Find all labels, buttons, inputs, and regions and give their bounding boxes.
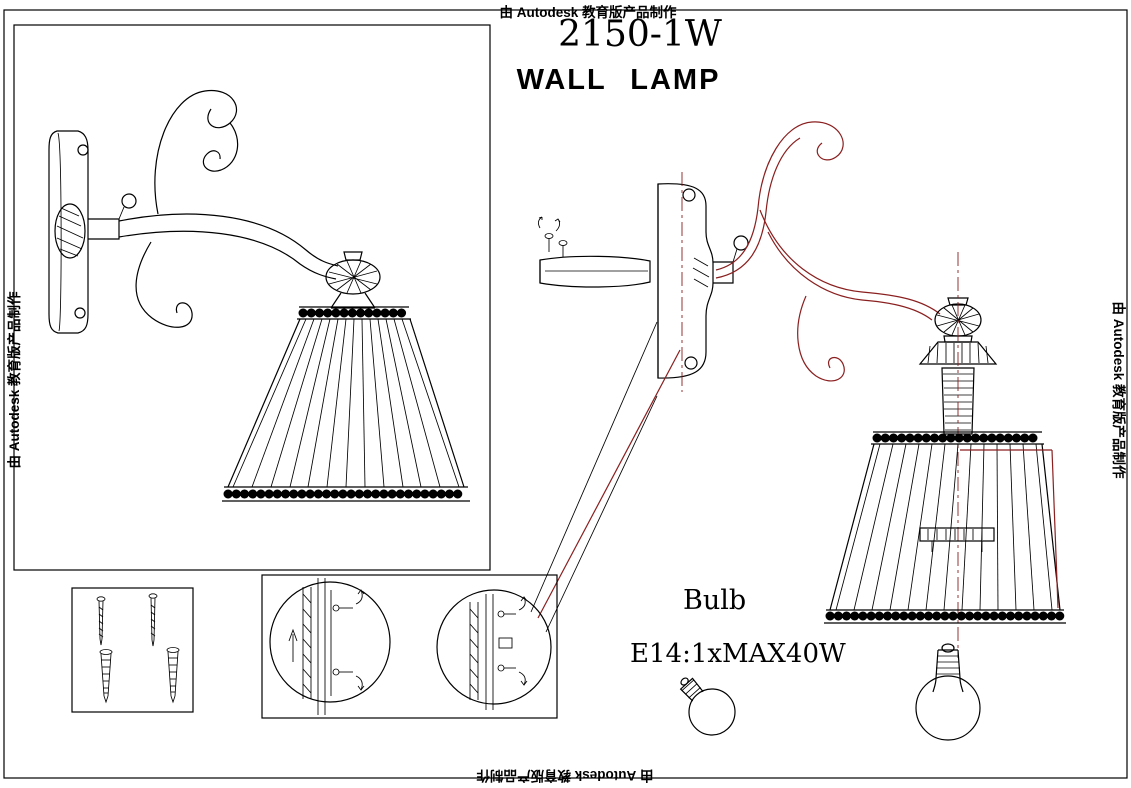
bulb-label: Bulb	[683, 585, 747, 616]
bracket-hatch	[302, 593, 312, 694]
mounting-bracket	[537, 216, 651, 288]
plate-hatch	[692, 257, 710, 288]
threaded-socket	[941, 367, 975, 435]
candle-ball	[325, 251, 381, 309]
arm-ball	[121, 193, 137, 209]
detail-circle-right	[436, 589, 552, 710]
ball-lattice	[328, 260, 378, 294]
squiggle-arrow	[537, 216, 543, 229]
cup-hatch	[927, 342, 989, 364]
watermark-right: 由 Autodesk 教育版产品制作	[1111, 301, 1126, 479]
holder-cup	[918, 341, 998, 365]
lower-curl	[135, 241, 193, 328]
small-curl	[202, 122, 239, 172]
plate-knob-bottom	[74, 307, 86, 319]
pleats	[835, 443, 1053, 611]
bracket-hatch	[469, 608, 479, 694]
wall-anchor	[166, 647, 180, 704]
wall-plate	[48, 130, 89, 334]
screw	[96, 596, 106, 646]
small-bulb	[679, 677, 736, 736]
plate-hatch	[56, 207, 84, 257]
large-bulb	[915, 643, 981, 741]
squiggle-arrow	[355, 675, 365, 691]
screw	[148, 593, 158, 647]
detail-circle-left	[269, 578, 391, 715]
anchors-box	[71, 587, 194, 713]
plate-knob-bottom	[684, 356, 698, 370]
leader-lines	[530, 321, 681, 633]
scroll-arm	[118, 90, 339, 328]
detail-screw	[497, 664, 528, 686]
plate-knob-top	[77, 144, 89, 156]
assembled-view	[13, 24, 491, 571]
shade-ring-bracket	[919, 527, 995, 552]
bracket-screws	[537, 216, 568, 257]
top-scroll	[154, 90, 238, 215]
nut	[498, 637, 513, 649]
squiggle-arrow	[518, 596, 528, 611]
squiggle-arrow	[554, 218, 561, 232]
lamp-holder	[918, 252, 998, 658]
wall-anchor	[99, 649, 113, 704]
lampshade-exploded	[824, 431, 1067, 624]
lampshade	[222, 306, 470, 502]
detail-screw	[497, 596, 528, 618]
squiggle-arrow	[355, 589, 365, 605]
watermark-bottom: 由 Autodesk 教育版产品制作	[476, 768, 654, 783]
detail-box	[261, 574, 558, 719]
squiggle-arrow	[518, 671, 528, 686]
detail-screw	[332, 668, 365, 691]
lower-curl	[797, 295, 845, 382]
arm-connector	[88, 193, 137, 240]
assembled-view-border	[13, 24, 491, 571]
model-number: 2150-1W	[558, 14, 722, 55]
scroll-arm-exploded	[715, 121, 941, 382]
plate-knob-top	[682, 188, 696, 202]
pleats	[232, 318, 460, 488]
wall-plate-exploded	[657, 172, 749, 392]
bulb-spec: E14:1xMAX40W	[630, 639, 846, 669]
detail-screw	[332, 589, 365, 612]
arm-ball	[733, 235, 749, 251]
exploded-view	[530, 121, 1067, 741]
drawing-frame	[3, 9, 1128, 779]
watermark-top: 由 Autodesk 教育版产品制作	[499, 5, 677, 20]
watermark-left: 由 Autodesk 教育版产品制作	[7, 291, 22, 469]
product-title: WALL LAMP	[516, 64, 721, 96]
up-arrow	[288, 628, 298, 662]
